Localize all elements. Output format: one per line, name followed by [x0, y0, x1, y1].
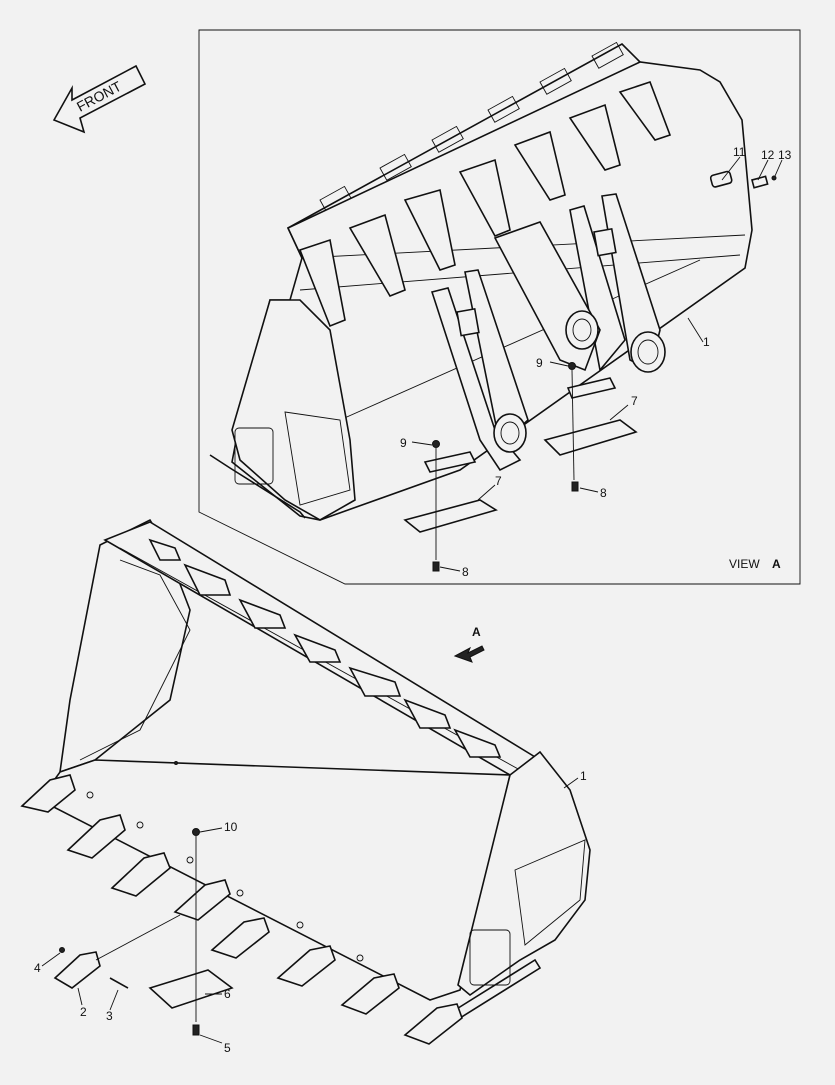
callout-6: 6	[224, 987, 231, 1001]
callout-7-right: 7	[631, 394, 638, 408]
view-a-frame	[198, 29, 801, 585]
top-edge-bumps	[148, 538, 502, 758]
callout-3: 3	[106, 1009, 113, 1023]
callout-7-left: 7	[495, 474, 502, 488]
callout-9-left: 9	[400, 436, 407, 450]
main-bucket: A	[20, 518, 591, 1045]
callout-1-bucket: 1	[580, 769, 587, 783]
side-edge-hardware	[709, 170, 777, 189]
callout-12: 12	[761, 148, 775, 162]
callout-8-right: 8	[600, 486, 607, 500]
rear-adapters	[298, 80, 672, 328]
callout-2: 2	[80, 1005, 87, 1019]
callout-13: 13	[778, 148, 792, 162]
view-a-arrow: A	[453, 625, 485, 663]
front-arrow: FRONT	[52, 64, 147, 134]
bucket-teeth	[20, 774, 463, 1045]
callout-8-left: 8	[462, 565, 469, 579]
wear-pad-assembly-right	[543, 362, 638, 492]
view-a-bucket	[209, 41, 777, 572]
exploded-tooth	[53, 914, 181, 989]
callout-11: 11	[733, 145, 746, 159]
callouts: 1 1 2 3 4 5 6 7 7 8 8 9 9 10 11 12 13	[34, 145, 792, 1055]
mounting-brackets	[430, 193, 666, 472]
callout-9-right: 9	[536, 356, 543, 370]
callout-1-view-a: 1	[703, 335, 710, 349]
callout-4: 4	[34, 961, 41, 975]
leader-lines	[41, 156, 783, 1044]
callout-5: 5	[224, 1041, 231, 1055]
view-label-letter: A	[772, 557, 781, 571]
rib-blocks	[319, 41, 624, 213]
wear-plate-assembly	[148, 828, 234, 1036]
view-label-text: VIEW	[729, 557, 760, 571]
edge-bolt-holes	[86, 761, 364, 962]
view-a-marker-letter: A	[472, 625, 481, 639]
wear-pad-assembly-left	[403, 440, 498, 572]
callout-10: 10	[224, 820, 238, 834]
view-a-label: VIEW A	[729, 557, 781, 571]
